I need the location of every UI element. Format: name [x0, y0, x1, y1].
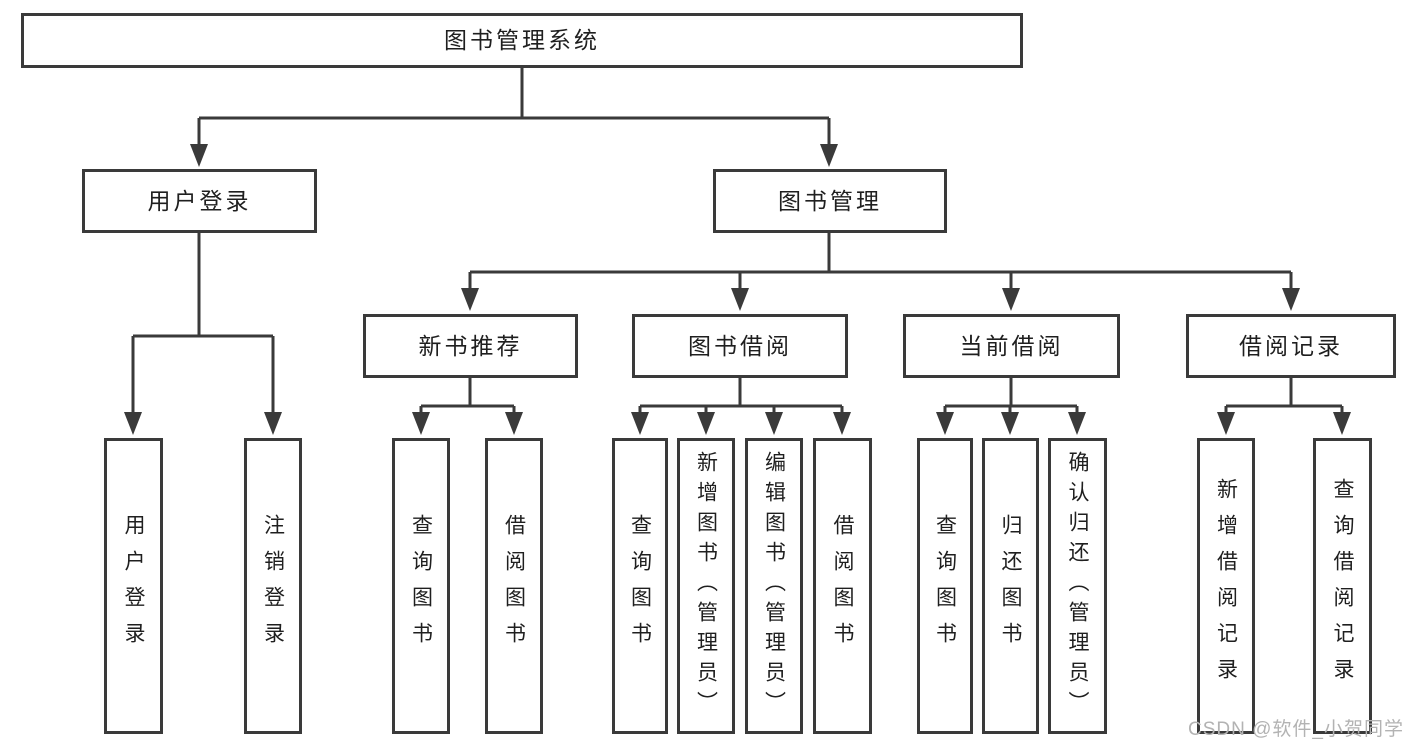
leaf-query-books-borrow-label: 查询图书 [628, 514, 652, 658]
leaf-query-books-recommend-label: 查询图书 [409, 514, 433, 658]
leaf-edit-book-admin: 编辑图书（管理员） [745, 438, 803, 734]
leaf-add-borrow-record: 新增借阅记录 [1197, 438, 1255, 734]
leaf-query-books-current: 查询图书 [917, 438, 973, 734]
leaf-add-book-admin-label: 新增图书（管理员） [694, 451, 718, 721]
leaf-logout: 注销登录 [244, 438, 302, 734]
node-user-login: 用户登录 [82, 169, 317, 233]
leaf-user-login-label: 用户登录 [122, 514, 145, 658]
node-book-management-label: 图书管理 [778, 187, 882, 214]
leaf-edit-book-admin-label: 编辑图书（管理员） [762, 451, 786, 721]
node-new-book-recommend: 新书推荐 [363, 314, 578, 378]
leaf-query-books-current-label: 查询图书 [933, 514, 957, 658]
arrowheads [124, 144, 1351, 435]
leaf-add-book-admin: 新增图书（管理员） [677, 438, 735, 734]
node-root-label: 图书管理系统 [444, 27, 600, 53]
node-book-borrow: 图书借阅 [632, 314, 848, 378]
node-borrow-records: 借阅记录 [1186, 314, 1396, 378]
node-root: 图书管理系统 [21, 13, 1023, 68]
leaf-logout-label: 注销登录 [261, 514, 285, 658]
node-user-login-label: 用户登录 [147, 187, 252, 214]
leaf-query-books-recommend: 查询图书 [392, 438, 450, 734]
leaf-return-books-label: 归还图书 [999, 514, 1022, 658]
node-borrow-records-label: 借阅记录 [1239, 332, 1343, 359]
leaf-query-books-borrow: 查询图书 [612, 438, 668, 734]
leaf-borrow-books-borrow: 借阅图书 [813, 438, 872, 734]
leaf-borrow-books-borrow-label: 借阅图书 [831, 514, 854, 658]
leaf-borrow-books-recommend-label: 借阅图书 [502, 514, 526, 658]
leaf-borrow-books-recommend: 借阅图书 [485, 438, 543, 734]
node-book-management: 图书管理 [713, 169, 947, 233]
watermark: CSDN @软件_小贺同学 [1188, 719, 1404, 740]
leaf-confirm-return-admin-label: 确认归还（管理员） [1066, 451, 1089, 721]
node-new-book-recommend-label: 新书推荐 [418, 332, 523, 359]
leaf-query-borrow-record-label: 查询借阅记录 [1331, 478, 1354, 694]
leaf-confirm-return-admin: 确认归还（管理员） [1048, 438, 1107, 734]
leaf-user-login: 用户登录 [104, 438, 163, 734]
node-book-borrow-label: 图书借阅 [688, 332, 792, 359]
leaf-return-books: 归还图书 [982, 438, 1039, 734]
leaf-add-borrow-record-label: 新增借阅记录 [1214, 478, 1238, 694]
node-current-borrow-label: 当前借阅 [959, 332, 1064, 359]
leaf-query-borrow-record: 查询借阅记录 [1313, 438, 1372, 734]
node-current-borrow: 当前借阅 [903, 314, 1120, 378]
